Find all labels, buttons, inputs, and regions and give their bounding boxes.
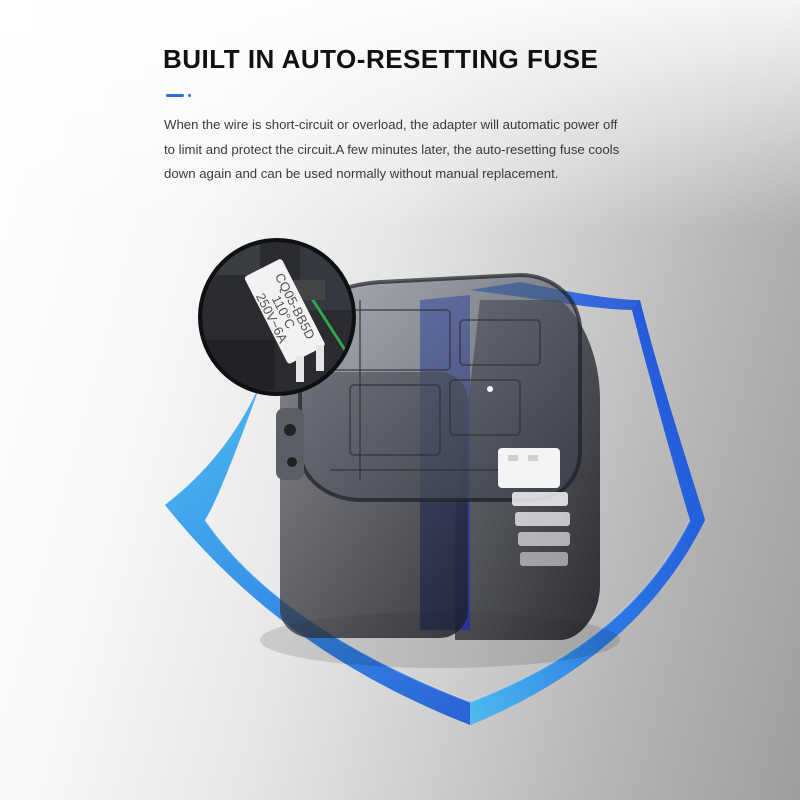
description-line-3: down again and can be used normally with…: [164, 166, 559, 181]
adapter-body: [260, 272, 620, 668]
feature-description: When the wire is short-circuit or overlo…: [164, 113, 644, 187]
fuse-zoom-inset: CQ05-BB5D 110°C 250V~6A: [198, 238, 356, 396]
page-title: BUILT IN AUTO-RESETTING FUSE: [163, 44, 599, 74]
description-line-1: When the wire is short-circuit or overlo…: [164, 117, 618, 132]
accent-dot-icon: [188, 94, 191, 97]
side-socket: [276, 408, 304, 480]
accent-bar-icon: [166, 94, 184, 97]
page-background-highlight: [0, 0, 800, 230]
usb-ports: [498, 448, 570, 566]
description-line-2: to limit and protect the circuit.A few m…: [164, 141, 620, 157]
